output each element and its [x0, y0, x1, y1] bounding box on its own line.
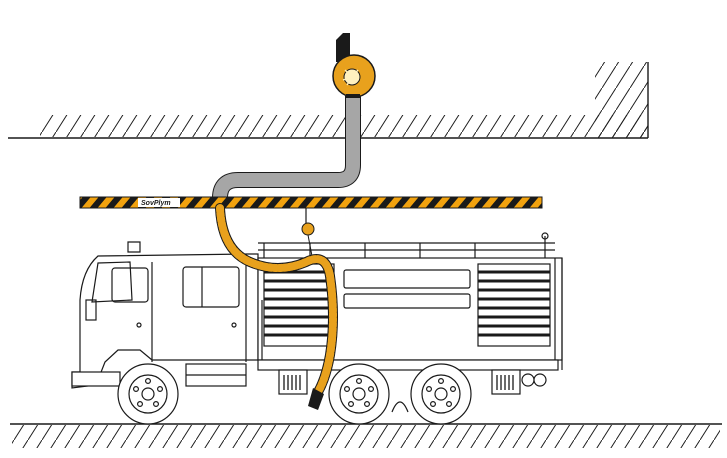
- front-wheel: [117, 363, 179, 425]
- floor-hatching: [12, 425, 720, 448]
- brand-label: SovPlym: [141, 200, 171, 207]
- floor: [10, 423, 722, 448]
- rear-pipes: [521, 373, 547, 387]
- wall-step-hatching: [595, 62, 648, 138]
- exhaust-fan-icon: [332, 33, 376, 98]
- ceiling: [0, 62, 727, 143]
- flexible-exhaust-hose: [215, 203, 338, 397]
- rear-wheel: [410, 363, 472, 425]
- hose-trolley: [301, 208, 315, 257]
- exhaust-nozzle-icon: [308, 388, 324, 410]
- vent-grilles: [283, 375, 514, 390]
- wheels: [117, 363, 472, 425]
- exhaust-duct: [212, 96, 361, 208]
- hose-rail: SovPlym: [79, 196, 543, 209]
- middle-wheel: [328, 363, 390, 425]
- ceiling-hatching: [30, 115, 648, 139]
